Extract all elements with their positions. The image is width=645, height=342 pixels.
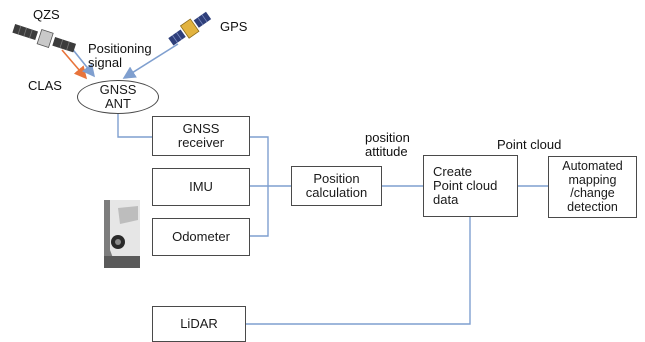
lidar-box: LiDAR	[152, 306, 246, 342]
lidar-to-pointcloud-line	[246, 217, 471, 325]
position-attitude-label: position attitude	[365, 130, 410, 159]
gnss-receiver-box: GNSS receiver	[152, 116, 250, 156]
position-calculation-box: Position calculation	[291, 166, 382, 206]
odometer-label: Odometer	[172, 229, 230, 244]
create-point-cloud-label: Create Point cloud data	[433, 164, 498, 207]
lidar-label: LiDAR	[180, 316, 218, 331]
qzs-signal-arrow	[69, 45, 95, 78]
clas-label: CLAS	[28, 78, 62, 93]
gps-label: GPS	[220, 19, 248, 34]
clas-signal-arrow	[61, 49, 88, 80]
automated-mapping-label: Automated mapping /change detection	[562, 159, 623, 214]
point-cloud-label: Point cloud	[497, 137, 562, 152]
gnss-antenna-node: GNSS ANT	[77, 80, 159, 114]
odometer-box: Odometer	[152, 218, 250, 256]
qzs-satellite-icon	[12, 24, 77, 53]
imu-box: IMU	[152, 168, 250, 206]
vehicle-photo	[104, 200, 140, 268]
qzs-label: QZS	[33, 7, 60, 22]
position-calculation-label: Position calculation	[305, 171, 368, 200]
positioning-signal-label: Positioning signal	[88, 41, 152, 70]
gnss-antenna-label: GNSS ANT	[99, 82, 137, 111]
antenna-to-receiver-line	[117, 113, 152, 138]
imu-label: IMU	[189, 179, 213, 194]
gnss-receiver-label: GNSS receiver	[177, 121, 225, 150]
gps-satellite-icon	[168, 11, 212, 46]
create-point-cloud-box: Create Point cloud data	[423, 155, 518, 217]
automated-mapping-box: Automated mapping /change detection	[548, 156, 637, 218]
gps-signal-arrow	[122, 43, 179, 79]
